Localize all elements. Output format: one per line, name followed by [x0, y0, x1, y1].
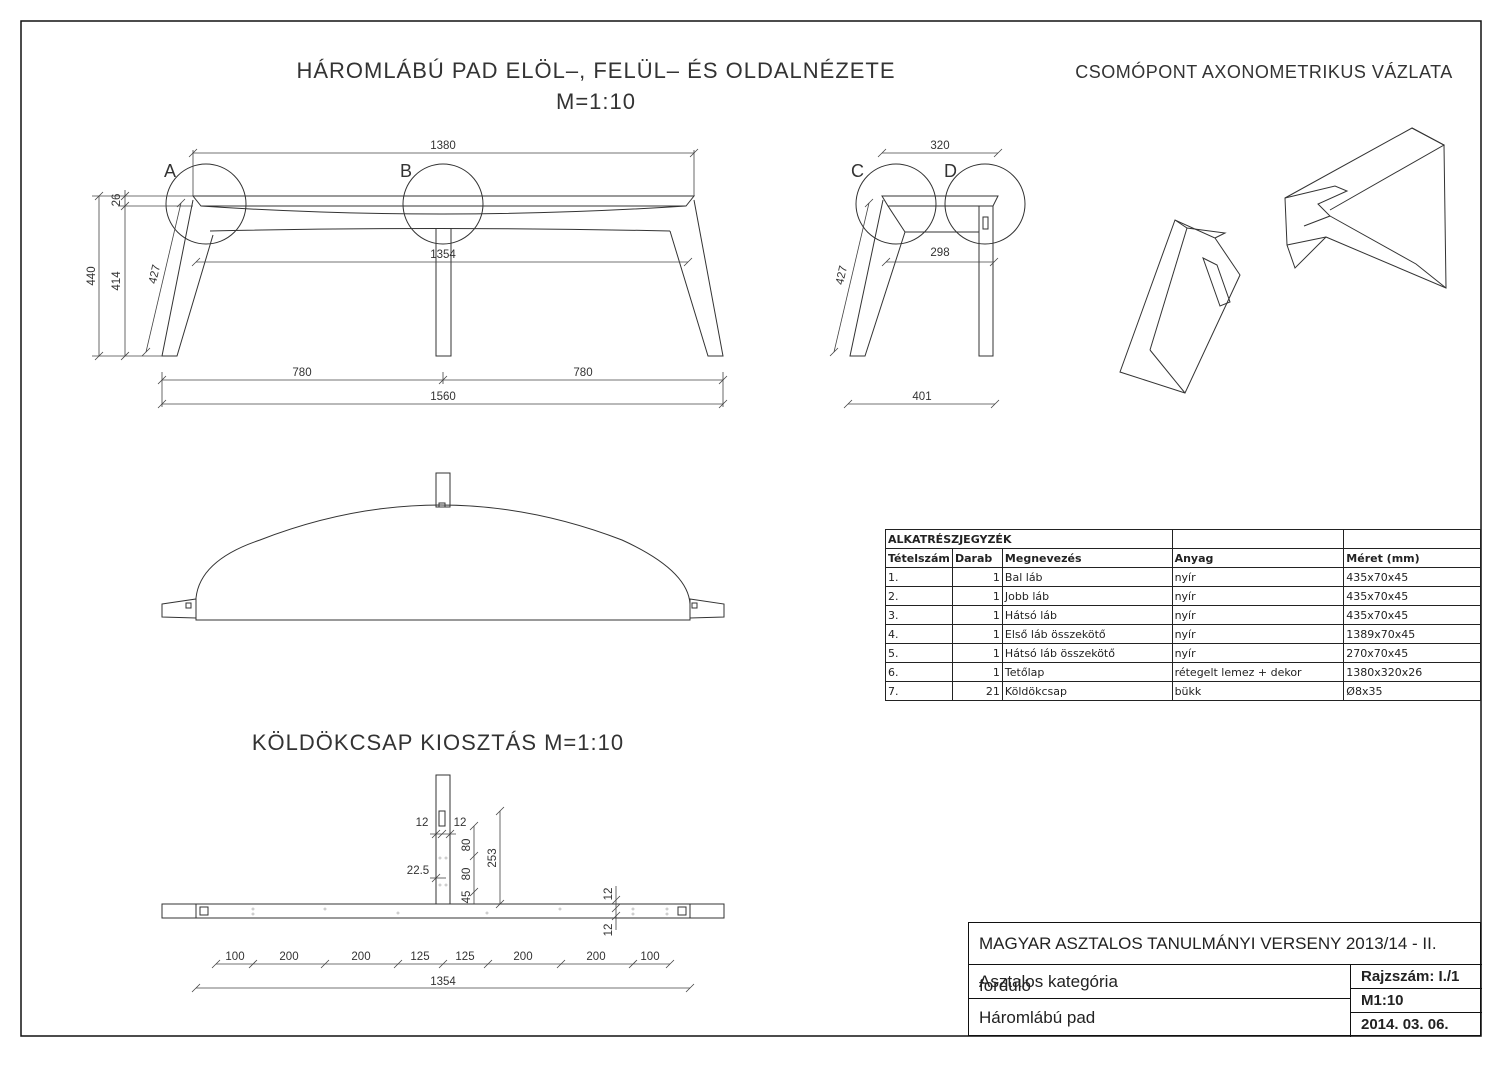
- dim-dowel-253: 253: [487, 848, 499, 867]
- dim-dowel-12c: 12: [603, 888, 615, 901]
- drawing-frame: [20, 20, 1482, 1037]
- header-size: Méret (mm): [1343, 548, 1481, 568]
- dim-dowel-22-5: 22.5: [407, 865, 429, 877]
- dim-spacing-2: 200: [279, 951, 298, 963]
- detail-b-label: B: [400, 161, 412, 181]
- parts-list-title: ALKATRÉSZJEGYZÉK: [885, 529, 1173, 549]
- dim-440: 440: [86, 266, 98, 285]
- dim-1380: 1380: [430, 140, 456, 152]
- dim-dowel-1354: 1354: [430, 976, 456, 988]
- header-name: Megnevezés: [1001, 548, 1173, 568]
- drawing-date: 2014. 03. 06.: [1361, 1016, 1449, 1033]
- main-title-scale: M=1:10: [556, 89, 636, 114]
- side-view: C D 320 298 427 401: [829, 140, 1026, 409]
- dim-780-right: 780: [573, 367, 592, 379]
- dim-spacing-4: 125: [410, 951, 429, 963]
- parts-list-table: ALKATRÉSZJEGYZÉK Tételszám Darab Megneve…: [885, 529, 1481, 701]
- header-quantity: Darab: [951, 548, 1003, 568]
- dim-dowel-80a: 80: [461, 839, 473, 852]
- axonometric-sketch: [1119, 127, 1447, 394]
- dim-401: 401: [912, 391, 931, 403]
- axonometric-title: CSOMÓPONT AXONOMETRIKUS VÁZLATA: [1075, 61, 1453, 82]
- dim-dowel-80b: 80: [461, 868, 473, 881]
- front-view: A B 1380 1354 440 414 26 427: [86, 140, 728, 409]
- dim-spacing-6: 200: [513, 951, 532, 963]
- dim-spacing-7: 200: [586, 951, 605, 963]
- competition-title: MAGYAR ASZTALOS TANULMÁNYI VERSENY 2013/…: [969, 923, 1482, 995]
- category-label: Asztalos kategória: [969, 965, 1351, 999]
- dowel-layout-title: KÖLDÖKCSAP KIOSZTÁS M=1:10: [252, 730, 624, 755]
- drawing-scale: M1:10: [1351, 989, 1482, 1013]
- dowel-layout-view: 12 12 80 80 45 253 22.5 12 12 100 200 20…: [161, 774, 725, 993]
- drawing-name: Háromlábú pad: [969, 999, 1351, 1037]
- dim-320: 320: [930, 140, 949, 152]
- detail-c-label: C: [851, 161, 864, 181]
- dim-1560: 1560: [430, 391, 456, 403]
- dim-dowel-12b: 12: [454, 817, 467, 829]
- parts-list-title-row: ALKATRÉSZJEGYZÉK: [885, 529, 1481, 549]
- detail-a-label: A: [164, 161, 176, 181]
- dim-427-front: 427: [147, 264, 163, 285]
- parts-list-header-row: Tételszám Darab Megnevezés Anyag Méret (…: [885, 548, 1481, 568]
- header-material: Anyag: [1171, 548, 1345, 568]
- dim-spacing-1: 100: [225, 951, 244, 963]
- dim-780-left: 780: [292, 367, 311, 379]
- dim-298: 298: [930, 247, 949, 259]
- dim-spacing-3: 200: [351, 951, 370, 963]
- dim-26: 26: [111, 194, 123, 207]
- dim-dowel-12a: 12: [416, 817, 429, 829]
- header-item-no: Tételszám: [885, 548, 953, 568]
- dim-dowel-45: 45: [461, 891, 473, 904]
- detail-d-label: D: [944, 161, 957, 181]
- top-view: [161, 472, 725, 621]
- dim-dowel-12d: 12: [603, 924, 615, 937]
- main-title: HÁROMLÁBÚ PAD ELÖL–, FELÜL– ÉS OLDALNÉZE…: [296, 58, 895, 83]
- dim-1354: 1354: [430, 249, 456, 261]
- dim-spacing-5: 125: [455, 951, 474, 963]
- dim-spacing-8: 100: [640, 951, 659, 963]
- dim-427-side: 427: [834, 265, 850, 286]
- title-block: MAGYAR ASZTALOS TANULMÁNYI VERSENY 2013/…: [968, 922, 1482, 1037]
- dim-414: 414: [111, 271, 123, 291]
- drawing-number: Rajzszám: I./1: [1351, 965, 1482, 989]
